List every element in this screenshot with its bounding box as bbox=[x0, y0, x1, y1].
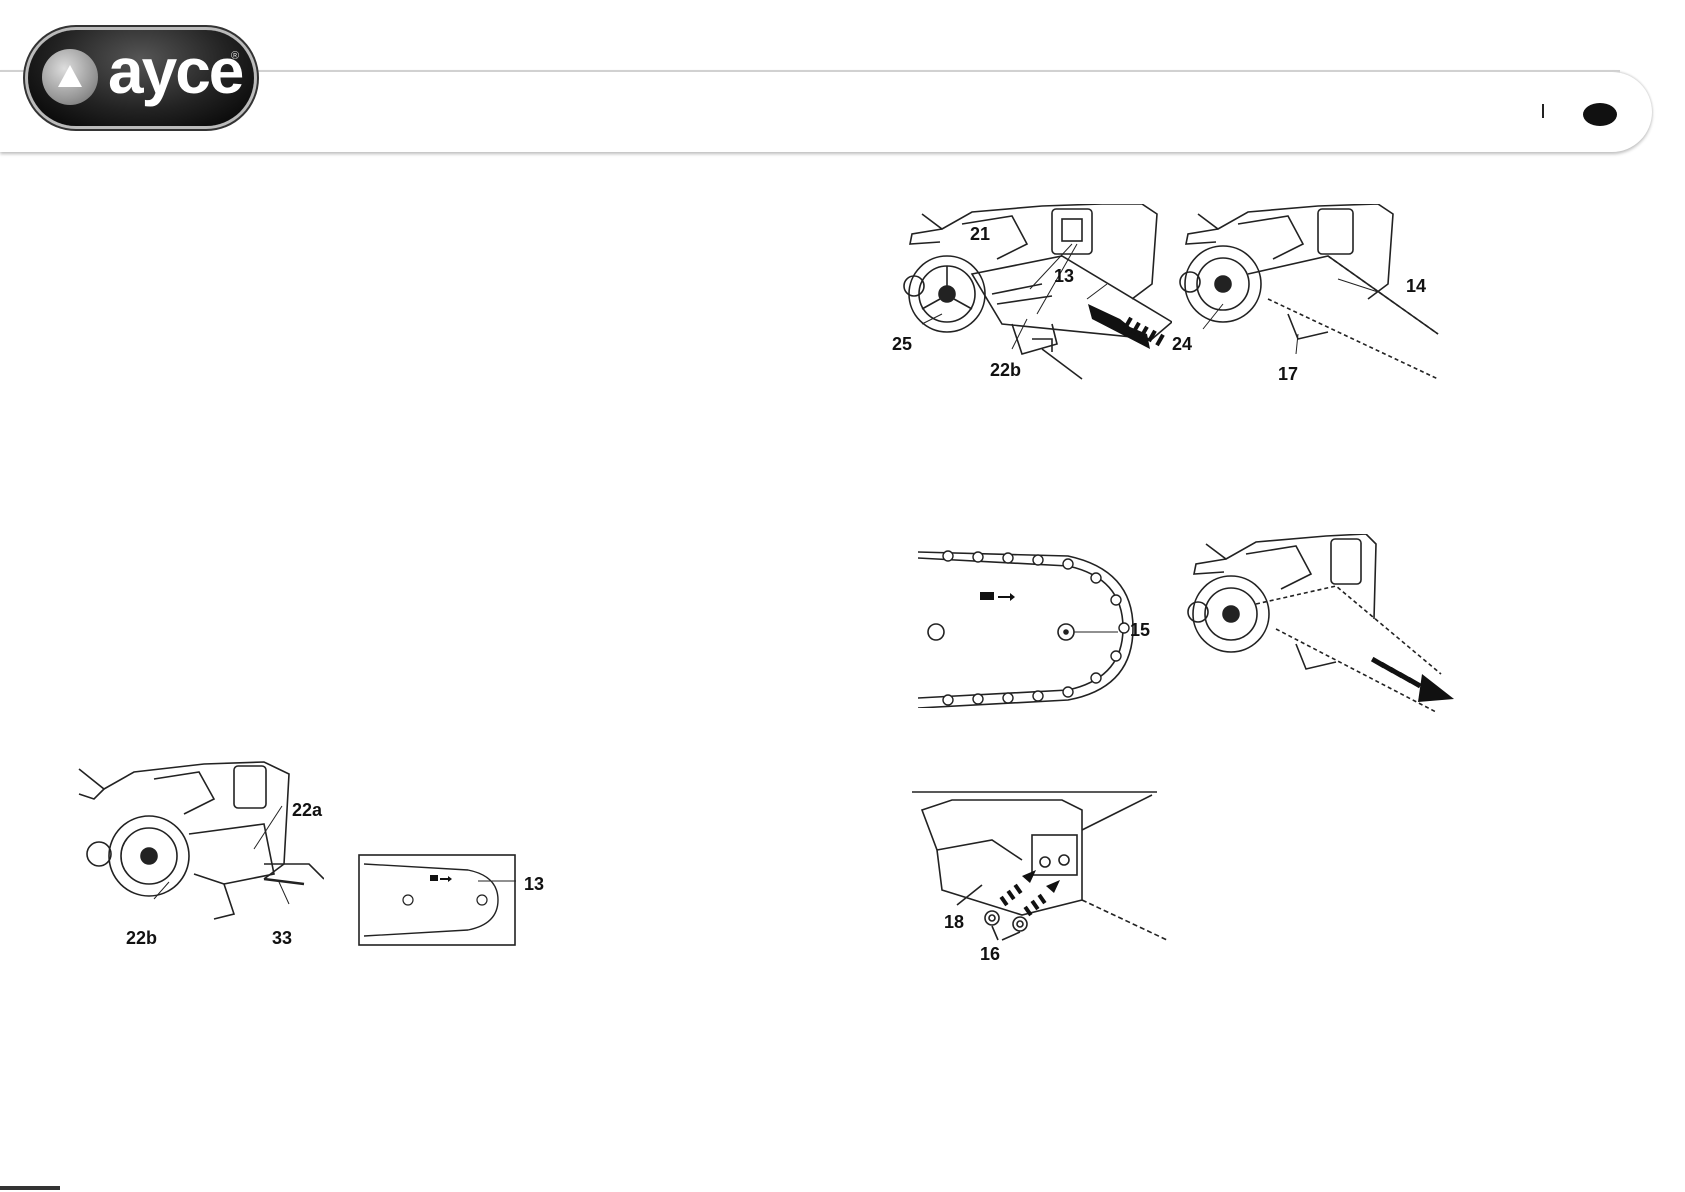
callout-22b: 22b bbox=[990, 360, 1021, 381]
chainsaw-engine-illustration bbox=[1186, 534, 1456, 719]
callout-18: 18 bbox=[944, 912, 964, 933]
chainsaw-engine-illustration bbox=[74, 754, 324, 944]
callout-17: 17 bbox=[1278, 364, 1298, 385]
fig-bar-adjust: 22a 22b 33 bbox=[74, 754, 324, 944]
logo-badge: ayce ® bbox=[28, 30, 254, 126]
callout-13: 13 bbox=[1054, 266, 1074, 287]
fig-bar-outline: 13 bbox=[358, 854, 516, 946]
callout-16: 16 bbox=[980, 944, 1000, 965]
chainsaw-engine-illustration bbox=[912, 790, 1167, 960]
callout-21: 21 bbox=[970, 224, 990, 245]
direction-arrow-icon bbox=[1371, 657, 1454, 702]
callout-22a: 22a bbox=[292, 800, 322, 821]
callout-22b-lower: 22b bbox=[126, 928, 157, 949]
logo-registered: ® bbox=[231, 50, 239, 62]
guide-bar-illustration bbox=[918, 548, 1138, 708]
fig-chain-fit: 14 24 17 bbox=[1178, 204, 1448, 394]
callout-13-lower: 13 bbox=[524, 874, 544, 895]
fig-chain-tension-out bbox=[1186, 534, 1456, 719]
logo-text: ayce bbox=[108, 34, 242, 108]
chainsaw-engine-illustration bbox=[902, 204, 1172, 394]
callout-15: 15 bbox=[1130, 620, 1150, 641]
guide-bar-illustration bbox=[358, 854, 516, 946]
callout-33: 33 bbox=[272, 928, 292, 949]
callout-24: 24 bbox=[1172, 334, 1192, 355]
page-dot-icon bbox=[1583, 103, 1617, 126]
logo-triangle-icon bbox=[58, 65, 82, 87]
callout-25: 25 bbox=[892, 334, 912, 355]
fig-chain-direction: 15 bbox=[918, 548, 1138, 708]
fig-cover-nuts: 18 16 bbox=[912, 790, 1167, 960]
fig-bar-arrow-in: 21 13 25 22b bbox=[902, 204, 1172, 394]
chainsaw-engine-illustration bbox=[1178, 204, 1448, 394]
callout-14: 14 bbox=[1406, 276, 1426, 297]
footer-mark bbox=[0, 1186, 60, 1190]
page-marker bbox=[1542, 104, 1544, 118]
